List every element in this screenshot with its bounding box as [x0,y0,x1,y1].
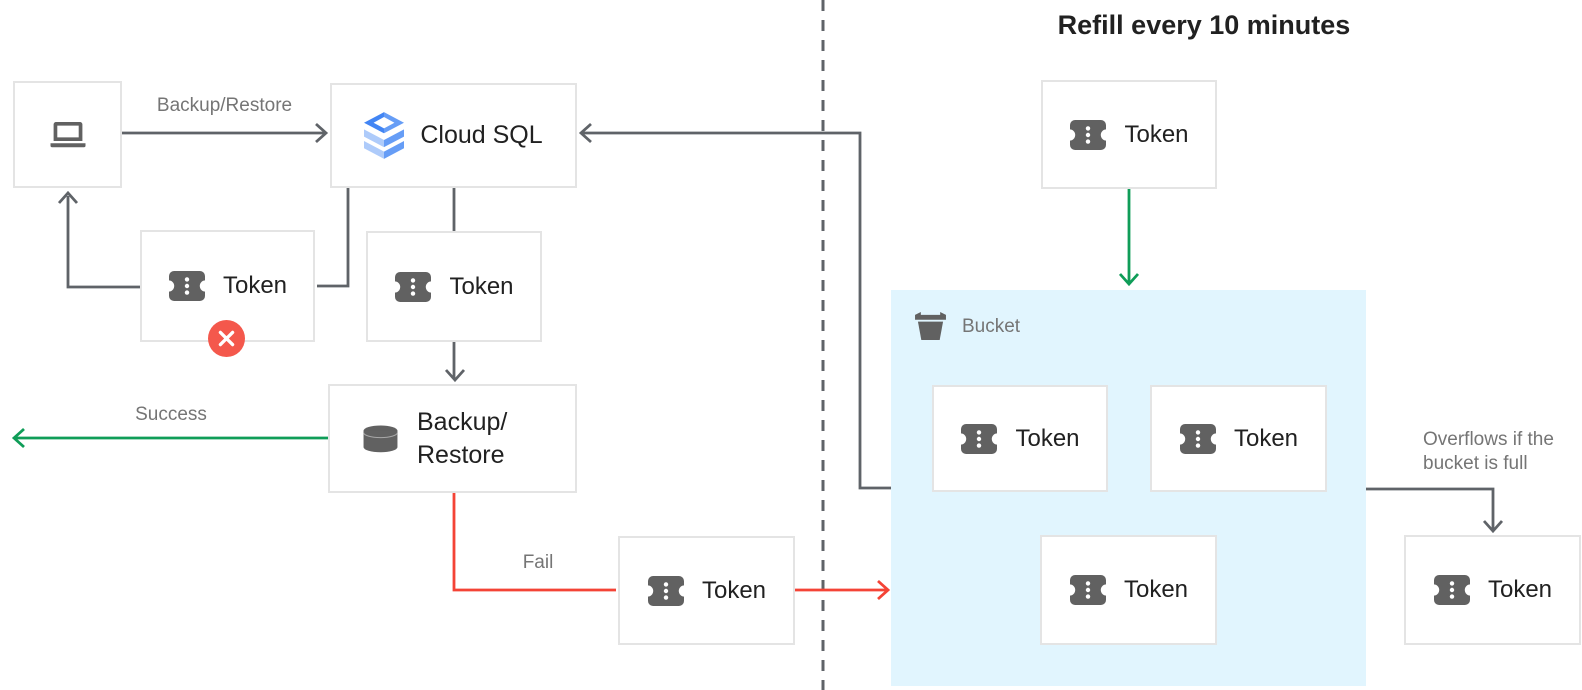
overflow-label-line1: Overflows if the [1423,429,1554,450]
token-box-cloudsql: Token [366,231,542,342]
token-label: Token [222,272,288,299]
cloud-sql-box: Cloud SQL [330,83,577,188]
token-icon [1068,575,1107,605]
token-icon [394,271,433,302]
bucket-header: Bucket [912,312,1020,341]
bucket-token-2: Token [1150,385,1327,492]
token-icon [960,423,999,454]
backup-restore-label: Backup/ Restore [417,406,507,472]
cloud-sql-label: Cloud SQL [420,121,543,149]
token-label: Token [1123,576,1189,603]
arrowhead-into-cloudsql-right [578,122,592,144]
token-label: Token [1015,424,1080,452]
bucket-token-1: Token [932,385,1108,492]
arrowhead-into-cloudsql [315,122,329,144]
bucket-icon [915,312,946,341]
token-icon [646,575,685,606]
arrowhead-refill [1118,273,1140,287]
overflow-label-line2: bucket is full [1423,453,1528,474]
arrowhead-into-bucket [877,579,891,601]
token-label: Token [1487,576,1553,603]
edge-cloudsql-to-token1 [317,188,350,288]
arrowhead-into-backup [444,369,466,383]
laptop-icon [50,122,85,148]
edge-bucket-to-cloudsql [583,131,891,490]
backup-label-line2: Restore [417,440,505,469]
backup-label-line1: Backup/ [417,407,508,436]
token-box-fail: Token [618,536,795,645]
refill-title: Refill every 10 minutes [1057,10,1351,40]
database-icon [363,425,398,452]
token-label: Token [449,272,514,300]
token-icon [1069,119,1108,150]
edge-label-success: Success [135,404,207,425]
client-box [13,81,122,188]
edge-label-fail: Fail [522,552,554,573]
token-box-overflow: Token [1404,535,1581,645]
arrowhead-into-laptop [57,190,79,204]
edge-overflow [1366,487,1495,529]
token-icon [1178,423,1217,454]
token-label: Token [1124,120,1189,148]
token-label: Token [1233,424,1299,452]
token-icon [167,271,206,301]
edge-label-backup-restore: Backup/Restore [156,95,293,116]
arrowhead-overflow [1482,520,1504,534]
token-box-refill: Token [1041,80,1217,189]
bucket-label: Bucket [962,315,1021,337]
edge-label-overflow: Overflows if the bucket is full [1423,428,1554,476]
token-label: Token [701,576,767,604]
backup-restore-box: Backup/ Restore [328,384,577,493]
arrowhead-success [11,427,25,449]
edge-fail-to-token [452,493,616,592]
edge-token1-to-laptop [66,196,140,289]
bucket-token-3: Token [1040,535,1217,645]
error-x-icon [208,320,245,357]
cloud-sql-icon [364,112,405,159]
token-icon [1432,575,1471,605]
